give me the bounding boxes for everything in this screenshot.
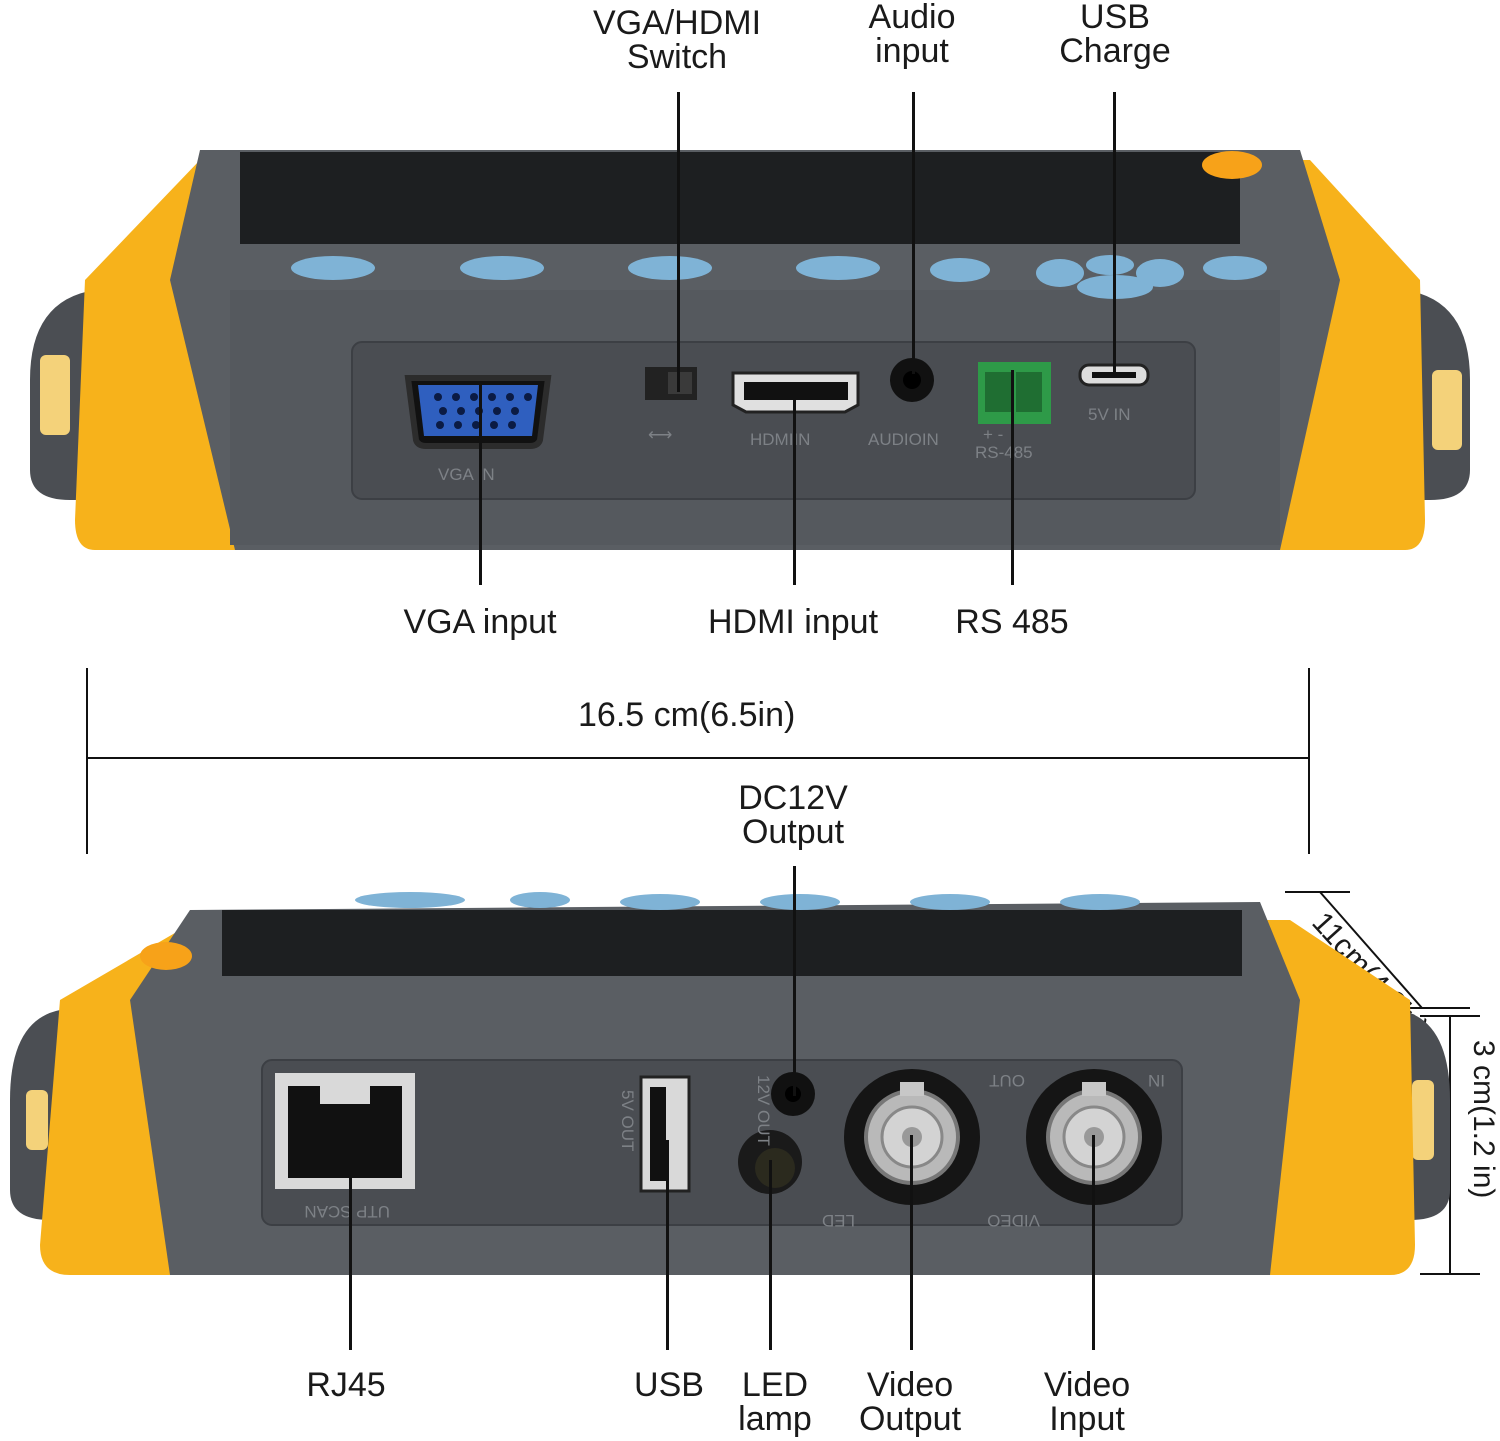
- leader-usb: [666, 1140, 669, 1350]
- print-audio: AUDIOIN: [868, 430, 939, 449]
- dim-width-line: [86, 757, 1310, 759]
- print-utp-scan: UTP SCAN: [304, 1202, 390, 1221]
- screen-edge: [240, 152, 1240, 244]
- print-5v-out: 5V OUT: [618, 1090, 637, 1151]
- print-video: VIDEO: [987, 1211, 1040, 1230]
- dim-width-right-tick: [1308, 668, 1310, 854]
- print-hdmi: HDMIIN: [750, 430, 810, 449]
- print-vga: VGA IN: [438, 465, 495, 484]
- tester-bottom-side-photo: UTP SCAN 5V OUT 12V OUT LED VIDEO OUT IN: [10, 892, 1450, 1275]
- dim-depth-lines: [1285, 891, 1480, 1275]
- leader-dc12v: [793, 866, 796, 1096]
- leader-led: [769, 1160, 772, 1350]
- leader-audio: [912, 92, 915, 374]
- bnc-video-input: [1026, 1069, 1162, 1205]
- label-hdmi-input: HDMI input: [707, 603, 879, 641]
- leader-rj45: [349, 1140, 352, 1350]
- print-rs485: RS-485: [975, 443, 1033, 462]
- label-rs485: RS 485: [955, 603, 1069, 641]
- label-usb: USB: [634, 1366, 704, 1404]
- dim-width-text: 16.5 cm(6.5in): [578, 696, 796, 734]
- print-led: LED: [822, 1211, 855, 1230]
- print-usb-5vin: 5V IN: [1088, 405, 1131, 424]
- print-switch-arrow: ⟷: [648, 425, 672, 444]
- leader-hdmi: [793, 395, 796, 585]
- dim-width-left-tick: [86, 668, 88, 854]
- label-vga-input: VGA input: [403, 603, 557, 641]
- vga-port: [404, 375, 552, 449]
- print-12v-out: 12V OUT: [754, 1075, 773, 1146]
- leader-video-output: [910, 1135, 913, 1350]
- leader-rs485: [1011, 370, 1014, 585]
- leader-video-input: [1092, 1135, 1095, 1350]
- leader-switch: [677, 92, 680, 392]
- print-rs485-pins: + -: [983, 425, 1003, 444]
- dim-height-text: 3 cm(1.2 in): [1467, 1040, 1500, 1199]
- print-out: OUT: [989, 1071, 1025, 1090]
- label-rj45: RJ45: [306, 1366, 386, 1404]
- tester-top-side-photo: VGA IN ⟷ HDMIIN AUDIOIN + - RS-485 5V IN: [30, 150, 1470, 550]
- print-in: IN: [1148, 1071, 1165, 1090]
- leader-usb-charge: [1113, 92, 1116, 374]
- front-buttons: [291, 255, 1267, 299]
- leader-vga: [479, 385, 482, 585]
- power-button: [1202, 151, 1262, 179]
